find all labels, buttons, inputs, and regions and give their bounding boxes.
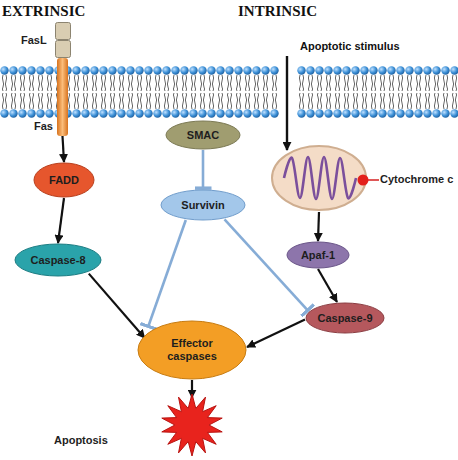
initiator-caspase-ellipse: Caspase-9 (305, 302, 385, 334)
activation-arrow (58, 198, 64, 243)
node-label: Apoptosis (54, 434, 124, 447)
pathway-heading: EXTRINSIC (2, 3, 85, 20)
apoptosis-starburst: Apoptosis (160, 394, 224, 456)
receptor-bar-shape (57, 58, 68, 136)
inhibition-line (148, 220, 186, 327)
ligand-box-shape (55, 22, 71, 58)
stimulus-label: Apoptotic stimulus (300, 40, 400, 52)
node-label: Caspase-8 (14, 243, 102, 277)
ligand-subunit (56, 23, 71, 40)
mitochondrion-cristae (284, 157, 356, 199)
node-label: Apaf-1 (286, 241, 350, 269)
inhibition-line (225, 219, 309, 311)
node-label: FasL (21, 34, 51, 47)
ellipse-outline (34, 163, 94, 197)
node-label: Cytochrome c (380, 173, 458, 186)
ligand-box: FasL (55, 22, 71, 58)
receptor-body (57, 58, 68, 136)
ellipse-outline (166, 121, 240, 149)
ligand-subunit (56, 41, 71, 58)
initiator-caspase-ellipse: Caspase-8 (14, 243, 102, 277)
apoptosis-starburst-shape (160, 394, 224, 456)
mitochondrion: Cytochrome c (270, 144, 368, 212)
node-label: SMAC (165, 120, 241, 150)
receptor-bar: Fas (57, 58, 68, 136)
pathway-heading: INTRINSIC (238, 3, 317, 20)
ellipse-outline (306, 303, 384, 333)
adaptor-ellipse: FADD (33, 162, 95, 198)
ellipse-outline (15, 244, 101, 276)
mitochondrion-shape (270, 144, 368, 212)
ellipse-outline (161, 190, 245, 220)
cytochrome-dot (358, 175, 369, 186)
mitochondrion-outer-membrane (272, 146, 366, 210)
node-label: FADD (33, 162, 95, 198)
node-label: Survivin (160, 189, 246, 221)
activation-arrow (63, 136, 65, 162)
effector-caspase-ellipse: Effector caspases (137, 320, 247, 380)
starburst (162, 394, 222, 456)
activation-arrow (318, 269, 337, 302)
inhibitor-ellipse: SMAC (165, 120, 241, 150)
activation-arrow (247, 320, 305, 347)
ellipse-outline (138, 321, 246, 379)
cell-membrane (0, 66, 279, 118)
apoptosome-ellipse: Apaf-1 (286, 241, 350, 269)
stimulus-arrow (286, 56, 288, 150)
activation-arrow (89, 274, 145, 338)
node-label: Effector caspases (137, 320, 247, 380)
inhibition-line (202, 150, 205, 189)
inhibitor-ellipse: Survivin (160, 189, 246, 221)
activation-arrow (318, 212, 319, 241)
node-label: Caspase-9 (305, 302, 385, 334)
node-label: Fas (34, 120, 56, 133)
cell-membrane (297, 66, 458, 118)
ellipse-outline (287, 242, 349, 268)
